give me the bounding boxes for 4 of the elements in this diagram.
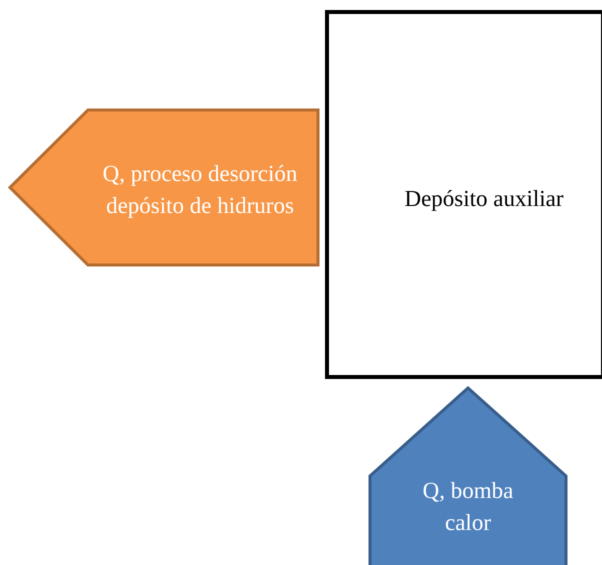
shape-label: Q, bomba calor bbox=[422, 477, 514, 537]
shape-label: Depósito auxiliar bbox=[404, 185, 564, 213]
tank-box bbox=[325, 10, 602, 379]
shape-label: Q, proceso desorción depósito de hidruros bbox=[102, 160, 298, 220]
